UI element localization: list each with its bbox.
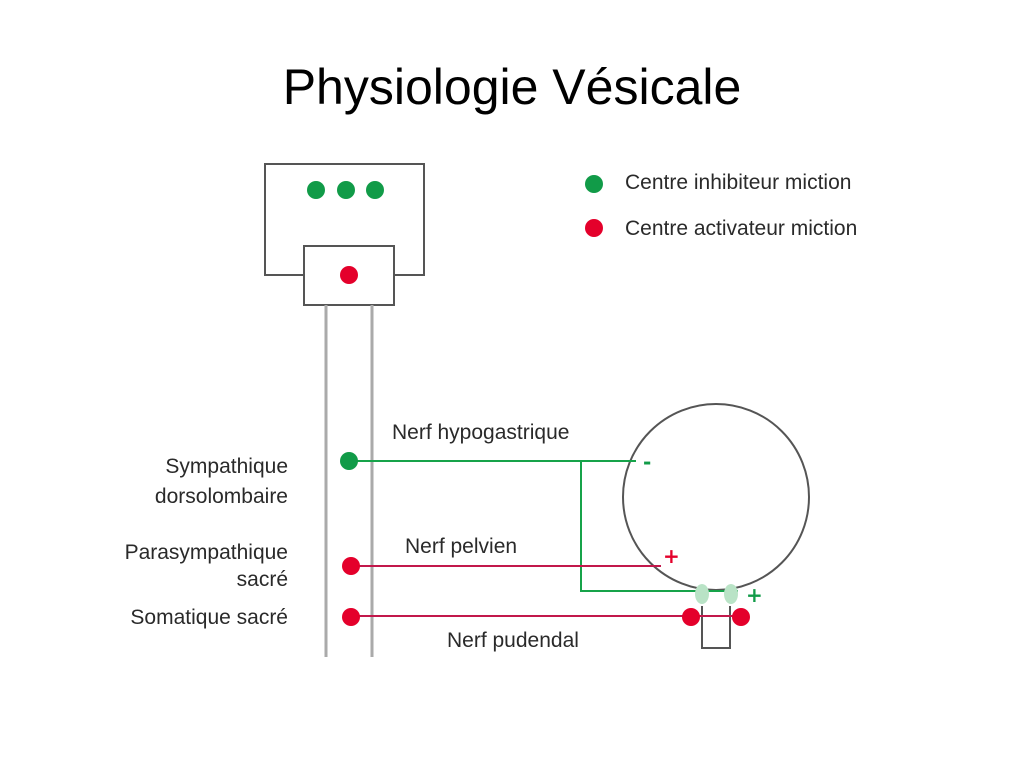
inhibitor-center-dot xyxy=(366,181,384,199)
inhibitor-center-dot xyxy=(307,181,325,199)
parasympathetic-label-line2: sacré xyxy=(237,568,288,591)
hypogastric-nerve-label: Nerf hypogastrique xyxy=(392,421,569,444)
bladder xyxy=(622,403,810,591)
pelvic-bladder-sign: + xyxy=(663,544,680,568)
internal-sphincter xyxy=(724,584,738,604)
slide-title: Physiologie Vésicale xyxy=(282,59,742,115)
pudendal-nerve-label: Nerf pudendal xyxy=(447,629,579,652)
legend-inhibitor-label: Centre inhibiteur miction xyxy=(625,171,851,194)
legend-inhibitor-dot xyxy=(585,175,603,193)
legend-activator-dot xyxy=(585,219,603,237)
somatic-label: Somatique sacré xyxy=(130,606,288,629)
parasympathetic-label-line1: Parasympathique xyxy=(125,541,288,564)
urethra xyxy=(701,606,731,649)
inhibitor-center-dot xyxy=(337,181,355,199)
internal-sphincter xyxy=(695,584,709,604)
legend-activator-label: Centre activateur miction xyxy=(625,217,857,240)
pelvic-nerve-label: Nerf pelvien xyxy=(405,535,517,558)
parasympathetic-nucleus-dot xyxy=(342,557,360,575)
external-sphincter-dot xyxy=(682,608,700,626)
sympathetic-label-line2: dorsolombaire xyxy=(155,485,288,508)
hypogastric-bladder-sign: - xyxy=(643,450,651,474)
somatic-nucleus-dot xyxy=(342,608,360,626)
hypogastric-sphincter-branch xyxy=(580,461,738,592)
external-sphincter-dot xyxy=(732,608,750,626)
activator-center-dot xyxy=(340,266,358,284)
sympathetic-label-line1: Sympathique xyxy=(165,455,288,478)
hypogastric-sphincter-sign: + xyxy=(746,583,763,607)
sympathetic-nucleus-dot xyxy=(340,452,358,470)
